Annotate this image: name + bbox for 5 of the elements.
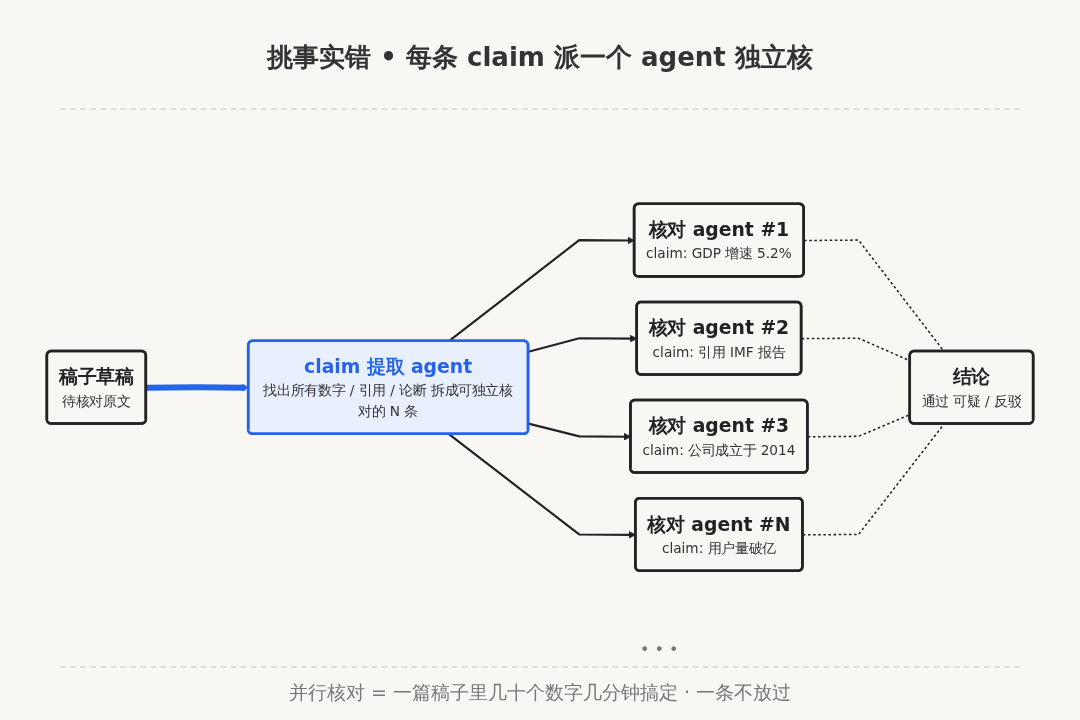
diagram-title: 挑事实错 • 每条 claim 派一个 agent 独立核 <box>265 41 814 74</box>
note-text: • • • <box>640 640 679 659</box>
arrow <box>146 384 249 392</box>
caption: 并行核对 = 一篇稿子里几十个数字几分钟搞定 · 一条不放过 <box>287 680 793 705</box>
connector <box>802 423 945 536</box>
